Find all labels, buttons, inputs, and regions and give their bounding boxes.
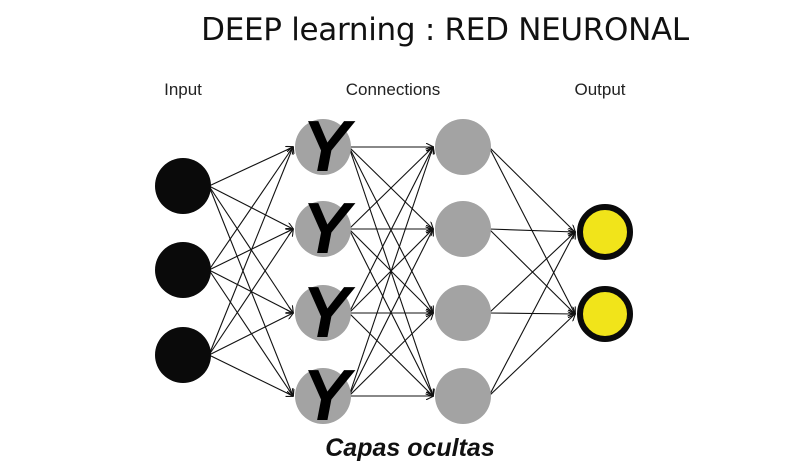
output-node-2 (577, 286, 633, 342)
connection-0-1-to-0 (208, 147, 293, 271)
connection-0-1-to-3 (208, 269, 293, 396)
connection-2-1-to-0 (488, 229, 575, 232)
hidden-2-node-3 (435, 285, 491, 341)
connection-lines (208, 146, 575, 397)
input-layer-label: Input (164, 80, 202, 99)
hidden-1-node-1 (295, 119, 351, 175)
y-marker-3: Y (302, 273, 356, 353)
connections-label: Connections (345, 80, 441, 99)
connection-2-0-to-0 (488, 146, 575, 232)
input-node-3 (155, 327, 211, 383)
output-node-1 (577, 204, 633, 260)
y-marker-1: Y (302, 107, 356, 187)
hidden-1-node-3 (295, 285, 351, 341)
y-marker-2: Y (302, 189, 356, 269)
connection-2-2-to-0 (488, 232, 575, 314)
input-node-1 (155, 158, 211, 214)
diagram-title: DEEP learning : RED NEURONAL (201, 12, 689, 48)
connection-1-1-to-0 (348, 147, 433, 230)
connection-0-0-to-0 (208, 147, 293, 187)
hidden-layers-caption: Capas ocultas (325, 434, 495, 462)
connection-2-3-to-0 (488, 232, 575, 397)
connection-1-2-to-0 (348, 147, 433, 314)
hidden-2-node-4 (435, 368, 491, 424)
connection-1-3-to-0 (348, 147, 433, 397)
hidden-1-node-2 (295, 201, 351, 257)
connection-0-2-to-3 (208, 354, 293, 396)
connection-0-2-to-2 (208, 313, 293, 356)
connection-0-1-to-1 (208, 229, 293, 271)
connection-2-3-to-1 (488, 314, 575, 397)
hidden-2-node-1 (435, 119, 491, 175)
connection-2-1-to-1 (488, 228, 575, 314)
connection-1-3-to-1 (348, 229, 433, 397)
connection-0-2-to-0 (208, 147, 293, 356)
connection-0-0-to-1 (208, 185, 293, 229)
connection-0-2-to-1 (208, 229, 293, 356)
hidden-2-node-2 (435, 201, 491, 257)
connection-1-3-to-2 (348, 313, 433, 397)
y-marker-4: Y (302, 356, 356, 436)
output-layer-label: Output (574, 80, 626, 99)
hidden-1-node-4 (295, 368, 351, 424)
neuron-nodes (155, 119, 633, 424)
input-node-2 (155, 242, 211, 298)
